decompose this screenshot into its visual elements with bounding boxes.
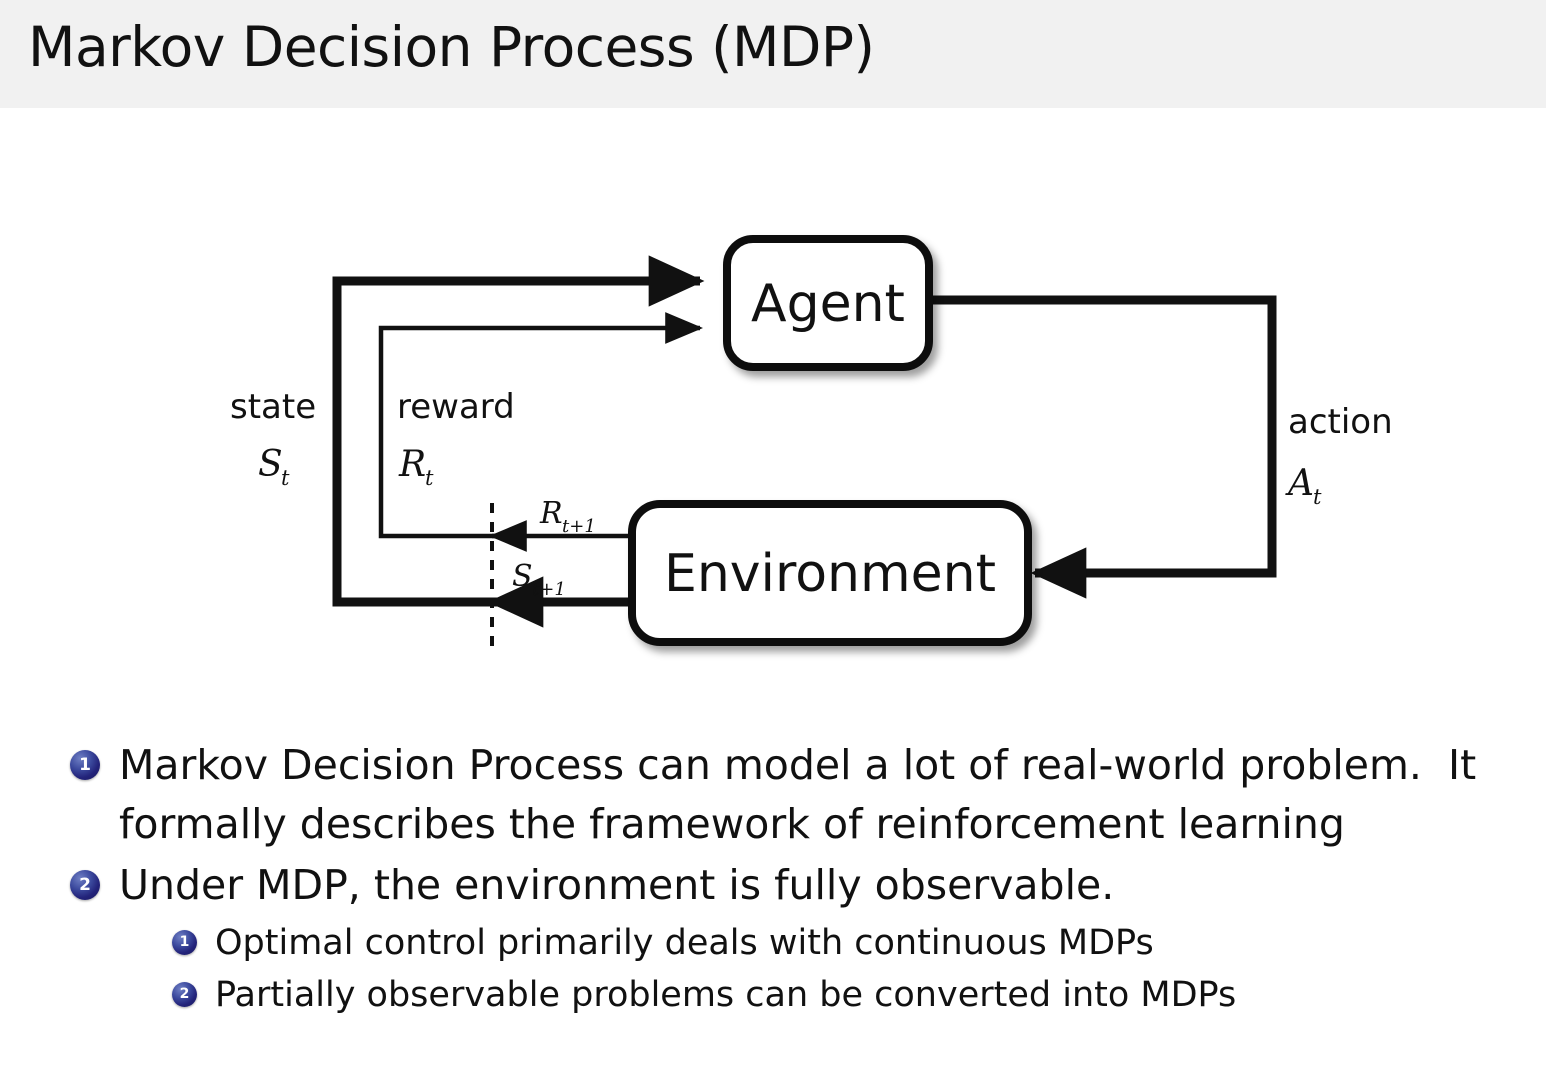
bullet-list: 1 Markov Decision Process can model a lo… [0, 736, 1546, 1021]
page-title: Markov Decision Process (MDP) [28, 15, 875, 79]
environment-node: Environment [628, 500, 1032, 646]
state-label-group: state S t [230, 387, 316, 490]
state-word-label: state [230, 387, 316, 427]
agent-box [723, 235, 933, 371]
agent-environment-diagram-svg: Agent Environment state S t reward R t a… [230, 235, 1393, 646]
reward-subscript-label: t [425, 466, 434, 490]
reward-label-group: reward R t [397, 387, 515, 490]
next-state-subscript-label: t+1 [532, 579, 566, 600]
environment-box [628, 500, 1032, 646]
next-reward-subscript-label: t+1 [562, 516, 596, 537]
bullet-badge-number: 2 [70, 870, 100, 900]
next-state-label-group: S t+1 [512, 559, 566, 600]
agent-node: Agent [723, 235, 933, 371]
list-item-text: Markov Decision Process can model a lot … [119, 741, 1477, 848]
action-label-group: action A t [1285, 402, 1393, 509]
list-item[interactable]: 2 Under MDP, the environment is fully ob… [0, 856, 1546, 915]
action-symbol-label: A [1285, 463, 1314, 504]
next-reward-label-group: R t+1 [539, 496, 596, 537]
sub-list-item[interactable]: 2 Partially observable problems can be c… [0, 969, 1546, 1021]
sub-list-item[interactable]: 1 Optimal control primarily deals with c… [0, 917, 1546, 969]
sub-list-item-text: Optimal control primarily deals with con… [215, 923, 1154, 963]
sub-bullet-badge-number: 2 [172, 982, 197, 1007]
sub-list-item-text: Partially observable problems can be con… [215, 975, 1237, 1015]
agent-label: Agent [751, 274, 905, 334]
next-reward-symbol-label: R [539, 496, 563, 531]
edge-action-path [930, 295, 1277, 599]
list-item-text: Under MDP, the environment is fully obse… [119, 861, 1115, 909]
next-state-symbol-label: S [512, 559, 533, 594]
action-word-label: action [1288, 402, 1393, 442]
state-subscript-label: t [281, 466, 290, 490]
environment-label: Environment [664, 544, 996, 604]
reward-symbol-label: R [398, 444, 426, 485]
slide-header-bar [0, 0, 1546, 108]
state-symbol-label: S [258, 444, 283, 485]
sub-bullet-badge-number: 1 [172, 930, 197, 955]
reward-word-label: reward [397, 387, 515, 427]
agent-environment-diagram: Agent Environment state S t reward R t a… [0, 108, 1546, 718]
action-subscript-label: t [1313, 485, 1322, 509]
list-item[interactable]: 1 Markov Decision Process can model a lo… [0, 736, 1546, 854]
bullet-badge-number: 1 [70, 750, 100, 780]
